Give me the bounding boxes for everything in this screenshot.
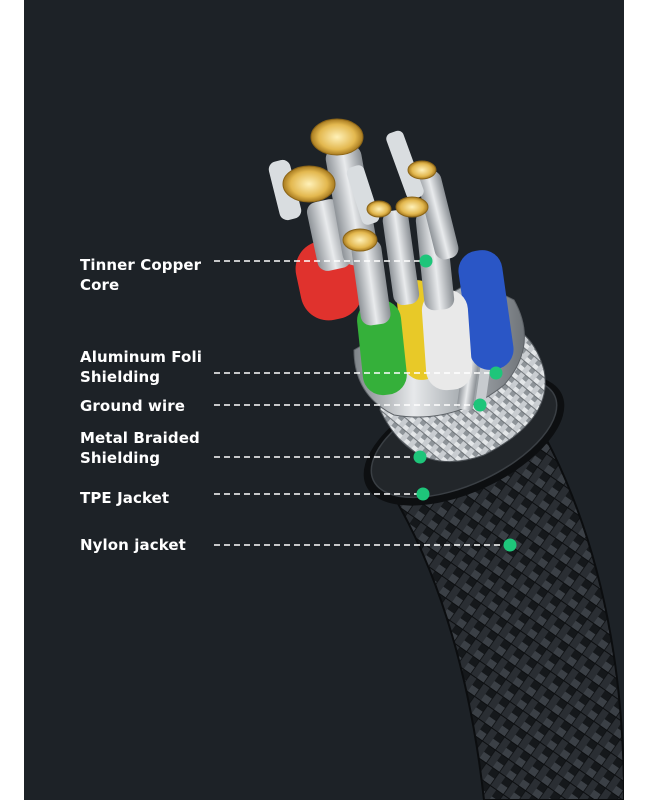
label-line-1: Ground wire (80, 397, 186, 415)
label-tpe-jacket: TPE Jacket (80, 488, 169, 508)
label-aluminum-foil-shielding: Aluminum Foli Shielding (80, 347, 202, 387)
label-tinner-copper-core: Tinner Copper Core (80, 255, 201, 295)
callout-leaders (214, 254, 517, 552)
conductor-strands (268, 130, 459, 326)
copper-ends (282, 118, 437, 252)
label-nylon-jacket: Nylon jacket (80, 535, 186, 555)
label-ground-wire: Ground wire (80, 396, 185, 416)
label-line-1: Metal Braided (80, 429, 200, 447)
label-line-1: Aluminum Foli (80, 348, 202, 366)
marker-dot-nylon-jacket (503, 538, 517, 552)
label-line-1: Tinner Copper (80, 256, 202, 274)
label-metal-braided-shielding: Metal Braided Shielding (80, 428, 200, 468)
label-line-1: Nylon jacket (80, 536, 186, 554)
label-line-2: Shielding (80, 449, 161, 467)
insulated-wires (295, 239, 514, 396)
label-line-1: TPE Jacket (80, 489, 170, 507)
marker-dot-aluminum-foil (489, 366, 503, 380)
cable-diagram: Tinner Copper Core Aluminum Foli Shieldi… (24, 0, 624, 800)
marker-dot-tpe-jacket (416, 487, 430, 501)
marker-dot-tinner-copper (419, 254, 433, 268)
label-line-2: Shielding (80, 368, 161, 386)
marker-dot-ground-wire (473, 398, 487, 412)
cable-illustration (214, 118, 624, 800)
label-line-2: Core (80, 276, 120, 294)
marker-dot-metal-braid (413, 450, 427, 464)
